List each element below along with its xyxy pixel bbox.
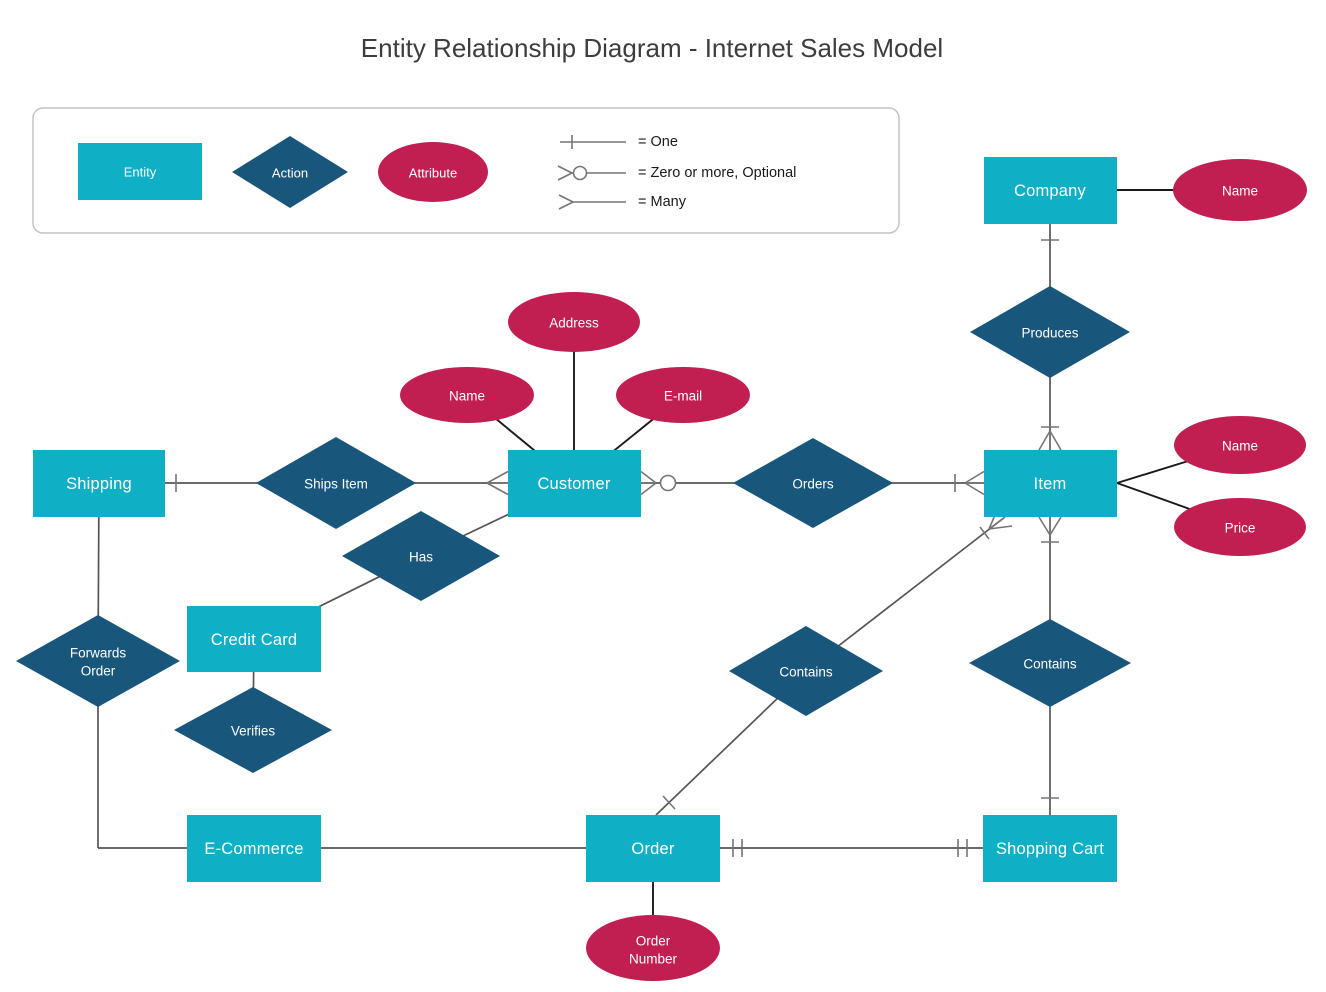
connector-contains-item: [805, 516, 1006, 672]
entity-e-commerce[interactable]: [187, 815, 321, 882]
action-forwards-order[interactable]: [16, 615, 180, 707]
action-orders-label: Orders: [792, 477, 834, 492]
attribute-customer-name[interactable]: [400, 367, 534, 423]
entity-order[interactable]: [586, 815, 720, 882]
entity-credit-card-label: Credit Card: [211, 631, 298, 649]
entity-shipping[interactable]: [33, 450, 165, 517]
actions-layer: [16, 286, 1131, 773]
attribute-item-name-label: Name: [1222, 439, 1258, 454]
action-has[interactable]: [342, 511, 500, 601]
attribute-order-number[interactable]: [586, 915, 720, 981]
legend-notation-labels: = One = Zero or more, Optional = Many: [638, 134, 796, 210]
entity-shipping-label: Shipping: [66, 475, 132, 493]
attribute-customer-email[interactable]: [616, 367, 750, 423]
attribute-item-price[interactable]: [1174, 498, 1306, 556]
attribute-item-price-label: Price: [1225, 521, 1256, 536]
legend-zero-or-more-label: = Zero or more, Optional: [638, 165, 796, 181]
zero-optional-marker-customer-orders: [659, 474, 677, 492]
attributes-layer: [400, 159, 1307, 981]
legend-attribute-label: Attribute: [409, 166, 457, 181]
one-and-only-one-marker-order-creates: [732, 839, 743, 857]
action-verifies[interactable]: [174, 687, 332, 773]
entity-shopping-cart[interactable]: [983, 815, 1117, 882]
legend-shape-labels: Entity Action Attribute: [124, 165, 457, 181]
action-ships-item[interactable]: [256, 437, 416, 529]
one-marker-contains-item-diagonal: [979, 526, 990, 540]
entity-customer-label: Customer: [537, 475, 610, 493]
action-produces[interactable]: [970, 286, 1130, 378]
attribute-company-name-label: Name: [1222, 184, 1258, 199]
entity-item[interactable]: [984, 450, 1117, 517]
attribute-customer-address[interactable]: [508, 292, 640, 352]
legend-entity-shape: [78, 143, 202, 200]
entity-company[interactable]: [984, 157, 1117, 224]
entity-order-label: Order: [631, 840, 674, 858]
legend-notation-symbols: [557, 135, 626, 210]
action-produces-label: Produces: [1021, 326, 1078, 341]
legend-entity-label: Entity: [124, 165, 157, 180]
action-contains-cart[interactable]: [969, 619, 1131, 707]
action-has-label: Has: [409, 550, 433, 565]
many-marker-customer-right: [640, 470, 657, 496]
many-marker-item-bottom: [1038, 516, 1062, 536]
action-verifies-label: Verifies: [231, 724, 276, 739]
cardinality-markers-layer: [175, 239, 1062, 857]
many-marker-customer-left: [486, 470, 509, 496]
entity-credit-card[interactable]: [187, 606, 321, 672]
legend-attribute-shape: [378, 142, 488, 202]
attribute-item-name[interactable]: [1174, 416, 1306, 474]
legend-many-symbol: [558, 194, 626, 210]
legend-one-symbol: [560, 135, 626, 149]
diagram-title: Entity Relationship Diagram - Internet S…: [361, 33, 943, 63]
legend-zero-circle-symbol: [572, 165, 588, 181]
entity-e-commerce-label: E-Commerce: [204, 840, 303, 858]
labels-layer: Company Shipping Customer Item Credit Ca…: [66, 182, 1258, 967]
attribute-customer-email-label: E-mail: [664, 389, 702, 404]
entity-item-label: Item: [1034, 475, 1067, 493]
many-marker-item-left: [964, 470, 985, 496]
entity-customer[interactable]: [508, 450, 641, 517]
action-orders[interactable]: [733, 438, 893, 528]
one-and-only-one-marker-creates-cart: [957, 839, 968, 857]
one-marker-order-contains: [662, 795, 676, 810]
action-forwards-order-label-line1: Forwards: [70, 646, 127, 661]
action-forwards-order-label-line2: Order: [81, 664, 116, 679]
legend-action-label: Action: [272, 166, 308, 181]
legend-many-label: = Many: [638, 194, 687, 210]
entities-layer: [33, 157, 1117, 882]
attribute-customer-address-label: Address: [549, 316, 599, 331]
attribute-order-number-label-line2: Number: [629, 952, 678, 967]
action-ships-item-label: Ships Item: [304, 477, 368, 492]
entity-company-label: Company: [1014, 182, 1087, 200]
action-contains-order[interactable]: [729, 626, 883, 716]
attribute-customer-name-label: Name: [449, 389, 485, 404]
legend-action-shape: [232, 136, 348, 208]
entity-shopping-cart-label: Shopping Cart: [996, 840, 1104, 858]
attribute-company-name[interactable]: [1173, 159, 1307, 221]
action-contains-order-label: Contains: [779, 665, 833, 680]
attribute-order-number-label-line1: Order: [636, 934, 671, 949]
action-contains-cart-label: Contains: [1023, 657, 1077, 672]
many-marker-item-top: [1038, 430, 1062, 451]
legend: Entity Action Attribute = One = Zero or …: [32, 107, 900, 234]
legend-one-label: = One: [638, 134, 678, 150]
